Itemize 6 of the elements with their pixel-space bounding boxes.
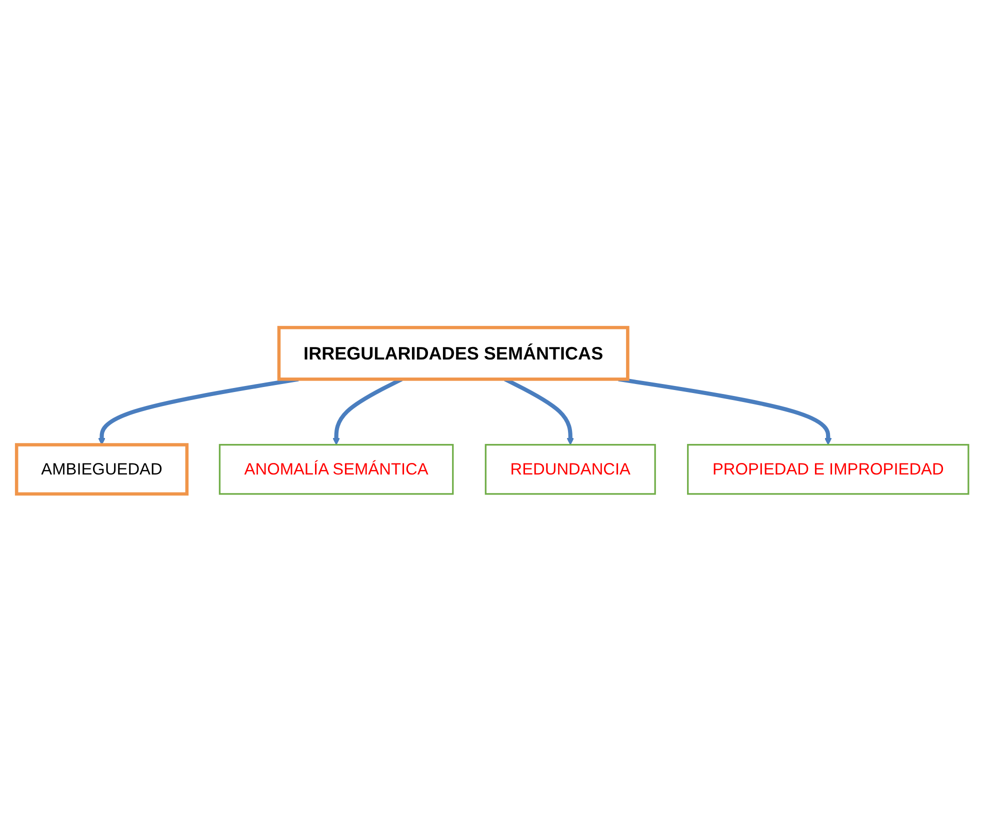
node-box: IRREGULARIDADES SEMÁNTICAS: [277, 326, 630, 382]
node-box: ANOMALÍA SEMÁNTICA: [218, 444, 454, 496]
node-box: PROPIEDAD E IMPROPIEDAD: [687, 444, 970, 496]
node-box: AMBIEGUEDAD: [14, 443, 189, 496]
node-box: REDUNDANCIA: [484, 444, 656, 496]
arrow: [618, 377, 832, 446]
